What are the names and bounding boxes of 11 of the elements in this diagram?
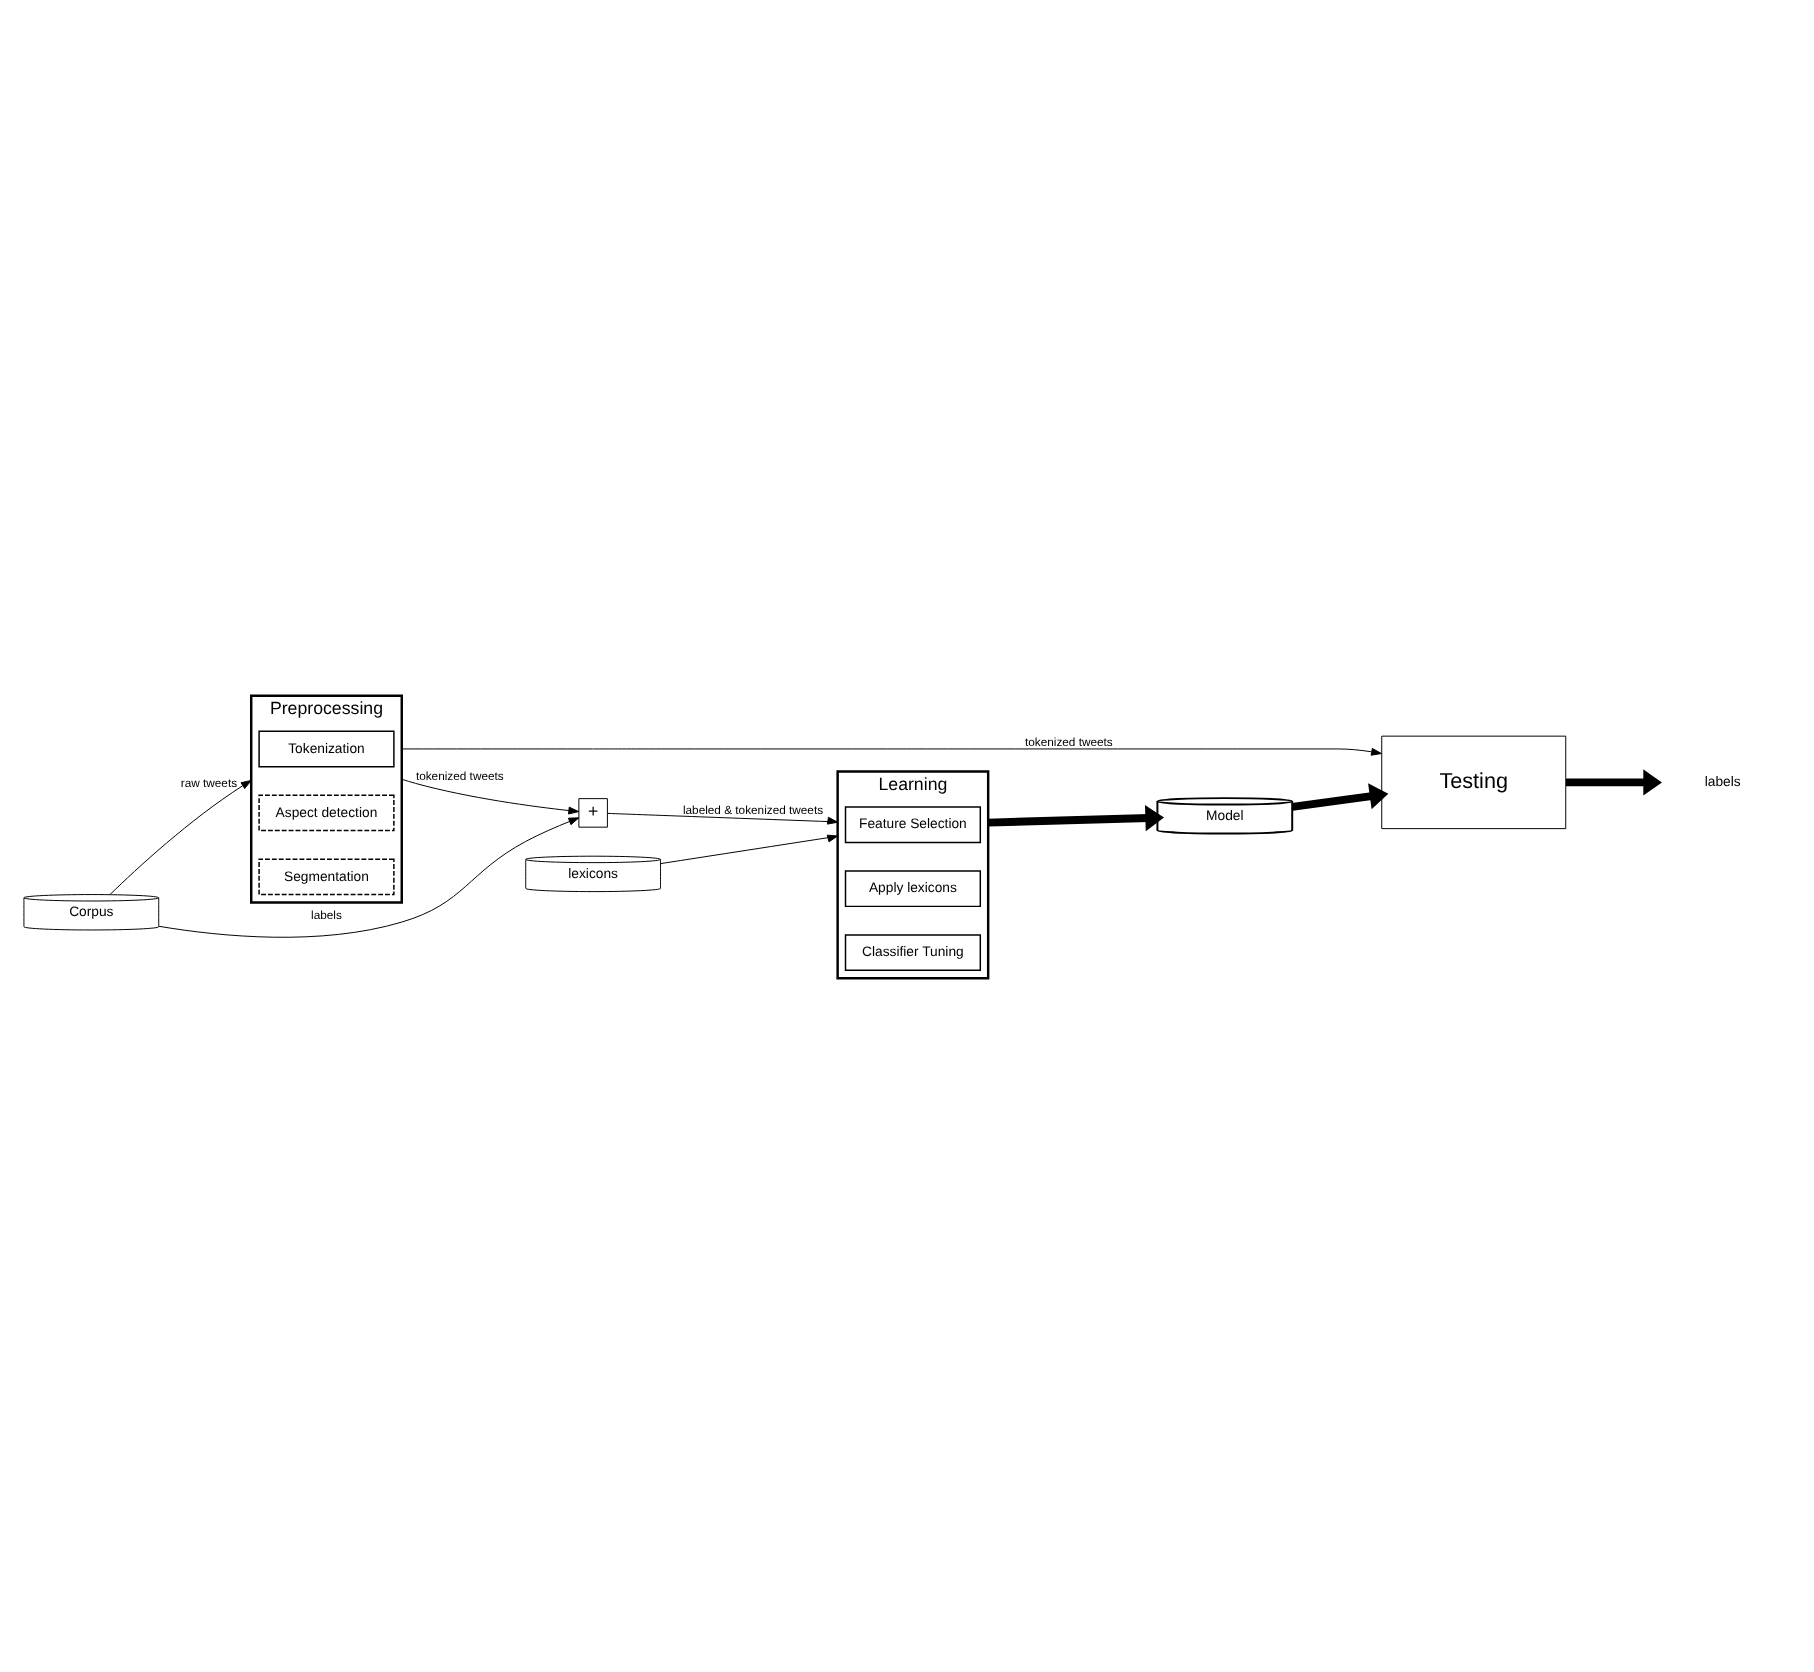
arrow — [660, 833, 839, 864]
arrow — [401, 777, 580, 814]
arrow — [1291, 782, 1389, 810]
arrow — [401, 746, 1382, 755]
arrow — [607, 811, 839, 824]
arrow — [109, 778, 252, 895]
node-box: Testing — [1381, 734, 1567, 829]
node-box: + — [578, 797, 608, 827]
arrow — [158, 816, 580, 937]
arrow — [1566, 768, 1662, 795]
arrow — [988, 804, 1165, 831]
